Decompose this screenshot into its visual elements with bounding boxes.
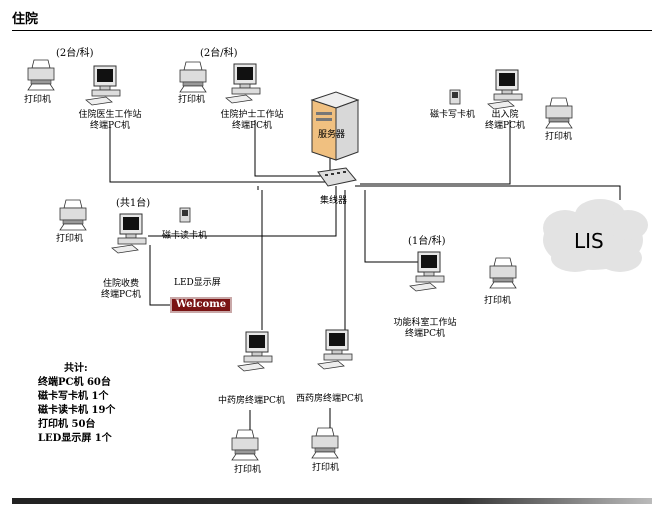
card-writer-icon	[449, 89, 461, 105]
computer-icon	[237, 331, 273, 372]
page-title: 住院	[12, 12, 39, 27]
printer-label: 打印机	[24, 95, 52, 105]
printer-icon	[59, 199, 87, 231]
totals-row: 终端PC机 60台	[38, 377, 111, 388]
hub-label: 集线器	[320, 196, 348, 206]
hub-icon	[317, 167, 357, 187]
lis-cloud-icon	[543, 199, 648, 272]
western-pharmacy-label: 西药房终端PC机	[296, 394, 363, 404]
printer-icon	[489, 257, 517, 289]
computer-icon	[225, 63, 261, 104]
nurse-station-name: 住院护士工作站	[220, 110, 284, 120]
card-writer-label: 磁卡写卡机	[430, 110, 476, 120]
printer-label: 打印机	[56, 234, 84, 244]
doctor-group-count: (2台/科)	[56, 48, 94, 59]
admission-name: 出入院	[491, 110, 519, 120]
doctor-station-name: 住院医生工作站	[78, 110, 142, 120]
nurse-group-count: (2台/科)	[200, 48, 238, 59]
function-room-count: (1台/科)	[408, 236, 446, 247]
computer-icon	[409, 251, 445, 292]
printer-label: 打印机	[178, 95, 206, 105]
server-label: 服务器	[318, 130, 346, 140]
totals-row: 磁卡读卡机 19个	[38, 405, 116, 416]
admission-label: 出入院 终端PC机	[480, 110, 530, 132]
computer-icon	[487, 69, 523, 110]
totals-row: 打印机 50台	[38, 419, 96, 430]
totals-heading: 共计:	[64, 363, 88, 374]
computer-icon	[317, 329, 353, 370]
printer-label: 打印机	[312, 463, 340, 473]
connection-lines	[109, 120, 621, 330]
server-icon	[310, 91, 360, 161]
billing-group-count: (共1台)	[116, 198, 151, 209]
function-room-terminal-label: 终端PC机	[405, 329, 445, 339]
function-room-label: 功能科室工作站 终端PC机	[385, 318, 465, 340]
computer-icon	[85, 65, 121, 106]
lis-label: LIS	[574, 229, 604, 253]
totals-row: LED显示屏 1个	[38, 433, 112, 444]
printer-label: 打印机	[484, 296, 512, 306]
printer-icon	[27, 59, 55, 91]
admission-terminal-label: 终端PC机	[485, 121, 525, 131]
totals-summary: 共计: 终端PC机 60台 磁卡写卡机 1个 磁卡读卡机 19个 打印机 50台…	[38, 362, 115, 446]
top-divider	[12, 30, 652, 31]
doctor-terminal-label: 终端PC机	[90, 121, 130, 131]
chinese-pharmacy-label: 中药房终端PC机	[218, 396, 285, 406]
billing-terminal-label: 终端PC机	[101, 290, 141, 300]
printer-icon	[311, 427, 339, 459]
totals-row: 磁卡写卡机 1个	[38, 391, 109, 402]
computer-icon	[111, 213, 147, 254]
nurse-station-label: 住院护士工作站 终端PC机	[212, 110, 292, 132]
card-reader-icon	[179, 207, 191, 223]
nurse-terminal-label: 终端PC机	[232, 121, 272, 131]
billing-label: 住院收费 终端PC机	[96, 279, 146, 301]
billing-name: 住院收费	[102, 279, 139, 289]
led-screen-label: LED显示屏	[174, 278, 221, 288]
printer-icon	[231, 429, 259, 461]
function-room-name: 功能科室工作站	[393, 318, 457, 328]
printer-icon	[545, 97, 573, 129]
card-reader-label: 磁卡读卡机	[162, 231, 208, 241]
doctor-station-label: 住院医生工作站 终端PC机	[70, 110, 150, 132]
bottom-divider	[12, 498, 652, 504]
printer-label: 打印机	[234, 465, 262, 475]
printer-label: 打印机	[545, 132, 573, 142]
printer-icon	[179, 61, 207, 93]
led-display: Welcome	[170, 297, 232, 313]
